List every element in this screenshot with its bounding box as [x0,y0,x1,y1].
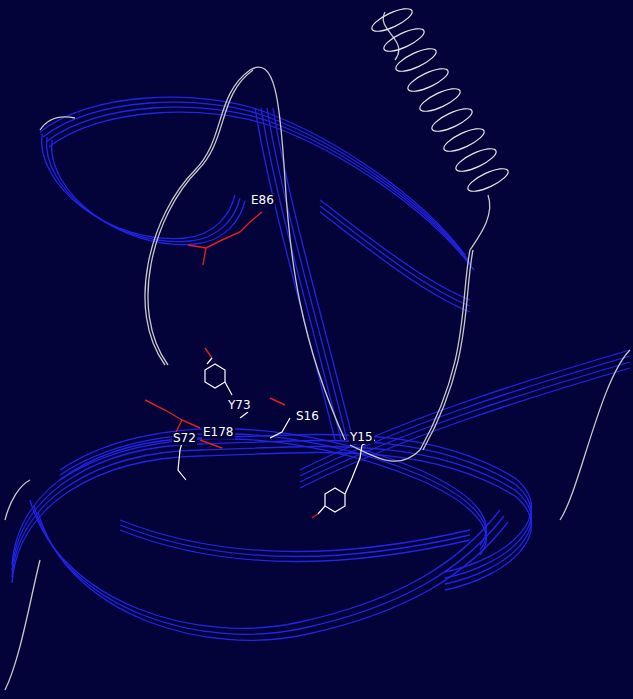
residue-label: S16 [295,410,320,423]
residue-label: E86 [250,194,275,207]
residue-label: Y15 [349,431,374,444]
residue-label: S72 [172,432,197,445]
residue-label: Y73 [227,399,252,412]
residue-label: E178 [202,426,235,439]
